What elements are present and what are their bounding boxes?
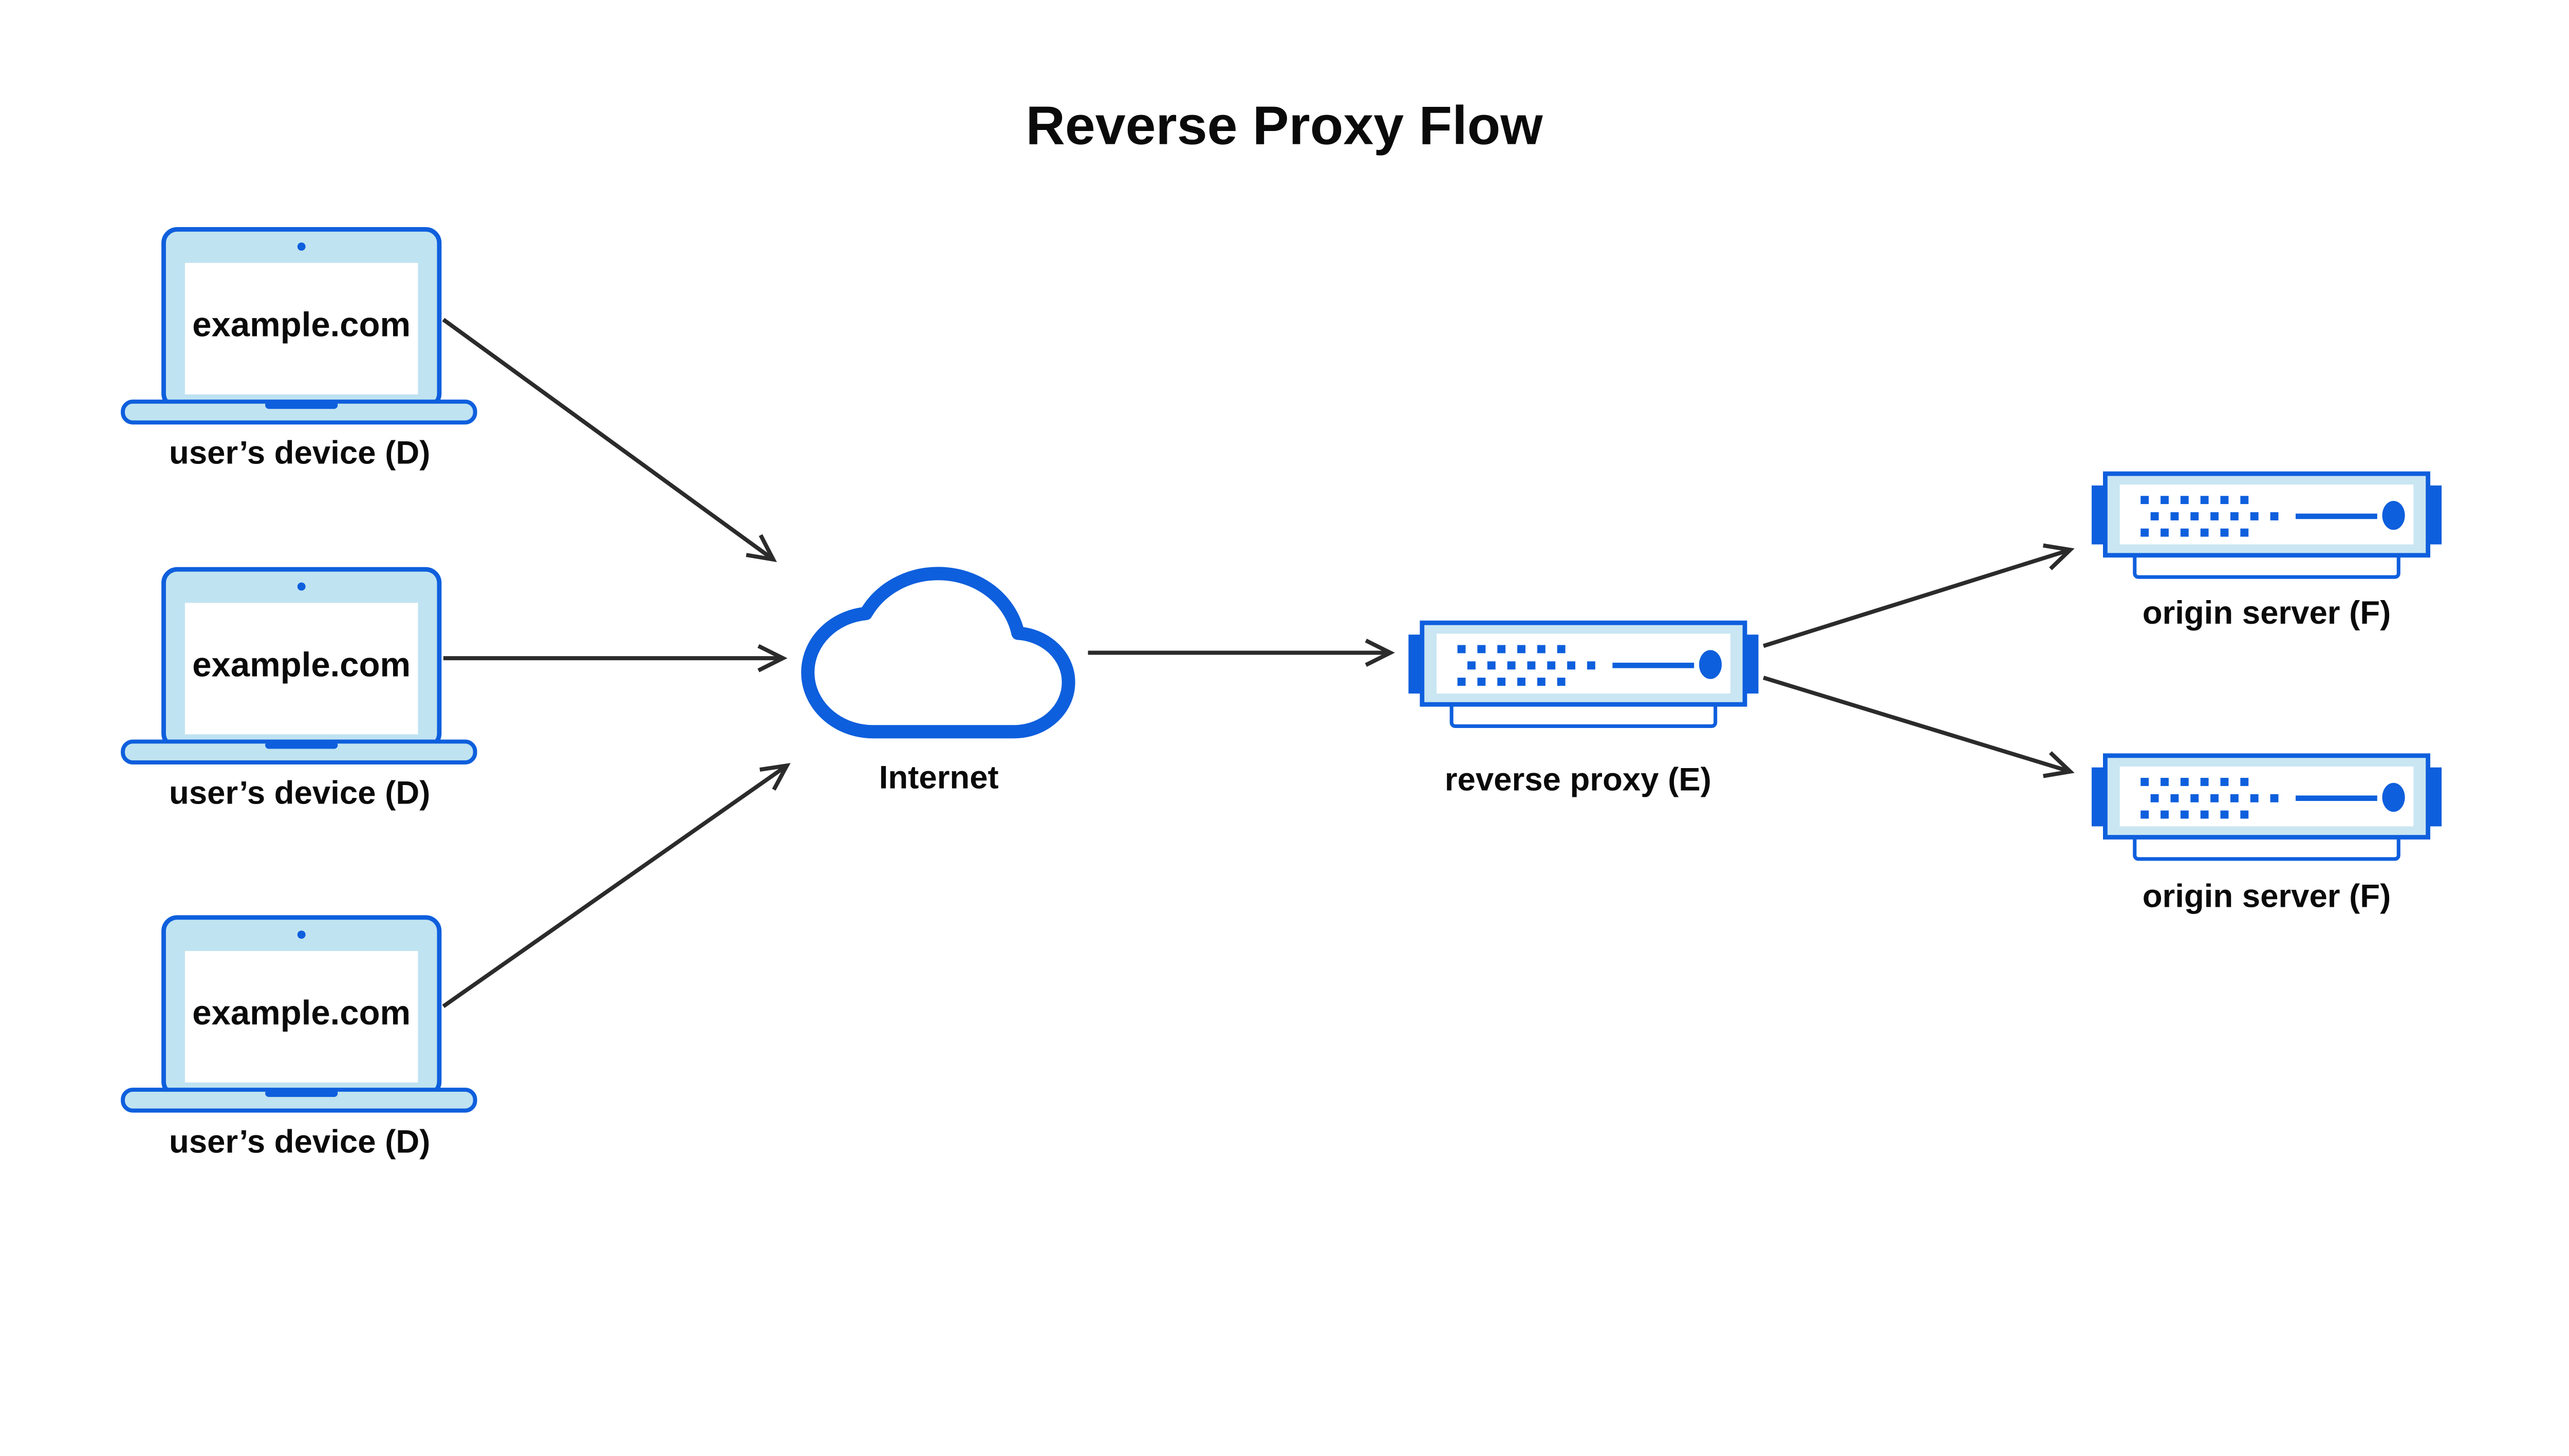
node-user-device-3: example.com user’s device (D) <box>123 918 475 1160</box>
node-user-device-1: example.com user’s device (D) <box>123 229 475 471</box>
device2-screen-text: example.com <box>192 645 411 684</box>
reverse-proxy-flow-diagram: Reverse Proxy Flow example.com user’s de… <box>120 95 2445 1160</box>
cloud-icon <box>808 573 1068 732</box>
arrow-reverse-proxy-to-origin1 <box>1762 543 2075 648</box>
node-reverse-proxy: reverse proxy (E) <box>1408 623 1758 798</box>
origin-server1-label: origin server (F) <box>2143 594 2391 631</box>
page-title: Reverse Proxy Flow <box>1026 96 1543 156</box>
device1-label: user’s device (D) <box>169 435 430 471</box>
node-internet: Internet <box>808 573 1068 795</box>
device2-label: user’s device (D) <box>169 774 430 811</box>
arrow-device1-to-internet <box>442 318 777 563</box>
flow-arrows <box>442 318 2075 1008</box>
node-user-device-2: example.com user’s device (D) <box>123 569 475 811</box>
server-icon <box>2092 756 2442 859</box>
arrow-reverse-proxy-to-origin2 <box>1762 676 2075 778</box>
origin-server2-label: origin server (F) <box>2143 878 2391 914</box>
server-icon <box>2092 474 2442 577</box>
arrow-device3-to-internet <box>442 763 791 1008</box>
server-icon <box>1408 623 1758 726</box>
device3-label: user’s device (D) <box>169 1124 430 1160</box>
node-origin-server-1: origin server (F) <box>2092 474 2442 631</box>
reverse-proxy-label: reverse proxy (E) <box>1445 761 1711 798</box>
device3-screen-text: example.com <box>192 994 411 1032</box>
node-origin-server-2: origin server (F) <box>2092 756 2442 914</box>
internet-label: Internet <box>879 759 999 795</box>
device1-screen-text: example.com <box>192 306 411 344</box>
